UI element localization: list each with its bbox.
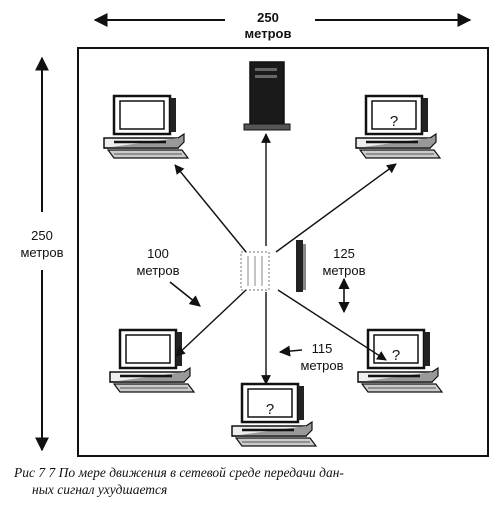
left-dimension-value: 250 — [31, 228, 53, 243]
workstation-bottom-left — [108, 328, 196, 394]
distance-100-value: 100 — [147, 246, 169, 261]
unknown-marker-bottom-center: ? — [266, 401, 274, 418]
left-dimension-unit: метров — [20, 245, 63, 260]
server-icon — [243, 61, 291, 131]
mobile-device-icon — [296, 240, 306, 292]
distance-115-unit: метров — [300, 358, 343, 373]
hub-icon — [240, 251, 270, 291]
distance-115-pointer — [278, 345, 303, 357]
distance-125-value: 125 — [333, 246, 355, 261]
caption-line-1: Рис 7 7 По мере движения в сетевой среде… — [14, 465, 344, 480]
signal-arrow-to-top-right — [275, 163, 397, 253]
top-dimension-value: 250 — [257, 10, 279, 25]
signal-arrow-to-top-left — [174, 164, 247, 253]
figure-caption: Рис 7 7 По мере движения в сетевой среде… — [14, 464, 484, 498]
workstation-top-left — [102, 94, 190, 160]
caption-line-2: ных сигнал ухудшается — [32, 482, 168, 497]
distance-100-pointer — [169, 281, 201, 307]
unknown-marker-bottom-right: ? — [392, 347, 400, 364]
distance-115-value: 115 — [312, 341, 333, 356]
unknown-marker-top-right: ? — [390, 113, 398, 130]
distance-125-unit: метров — [322, 263, 365, 278]
signal-arrow-to-bottom-left — [175, 289, 247, 357]
distance-100-unit: метров — [136, 263, 179, 278]
top-dimension-unit: метров — [245, 26, 292, 41]
area-boundary — [77, 47, 489, 457]
signal-arrow-to-bottom-right — [277, 289, 387, 361]
